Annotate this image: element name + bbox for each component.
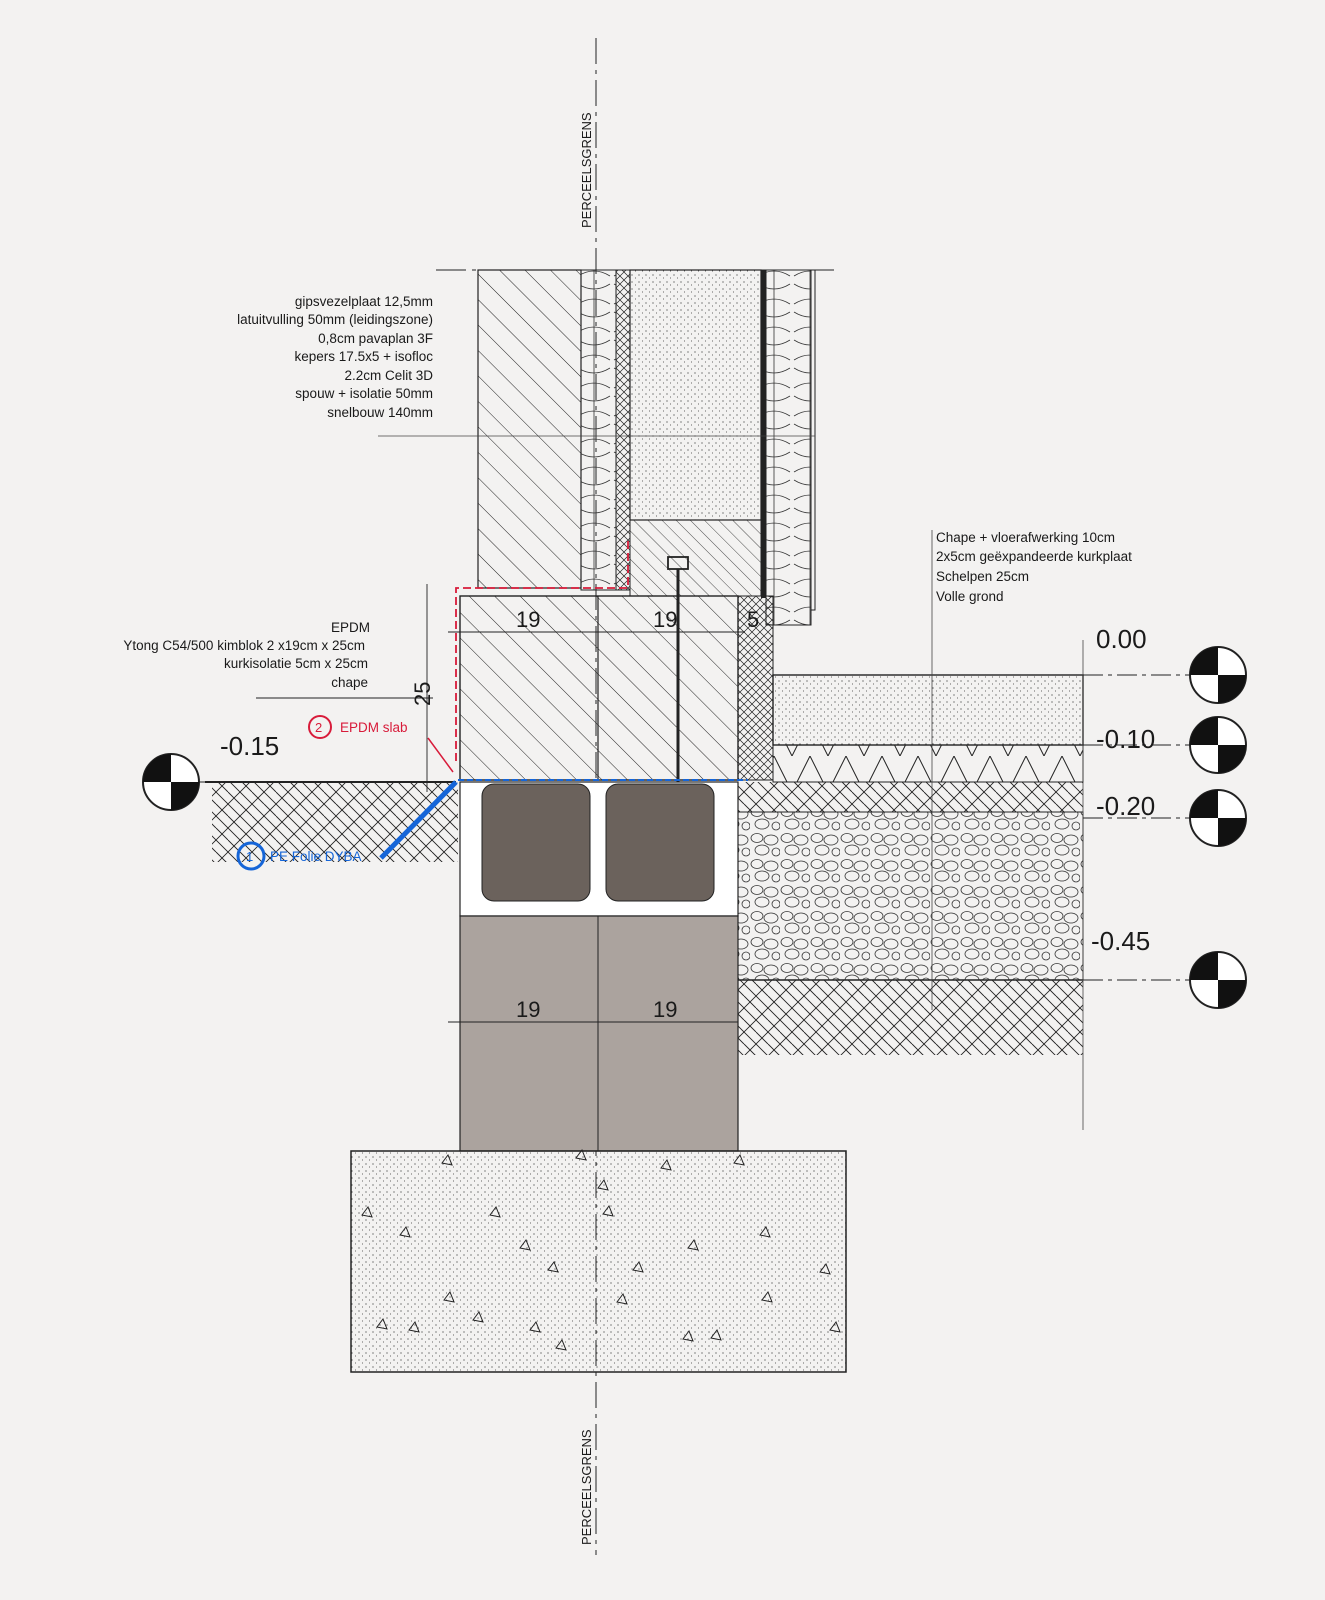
base-layer-notes: EPDM Ytong C54/500 kimblok 2 x19cm x 25c… xyxy=(123,620,370,690)
callout-label: PE Folie DYBA xyxy=(270,849,362,864)
pe-foil xyxy=(379,779,748,860)
level-label-floor: 0.00 xyxy=(1096,624,1147,654)
level-label-kurk: -0.10 xyxy=(1096,724,1155,754)
wall-layer-notes: gipsvezelplaat 12,5mm latuitvulling 50mm… xyxy=(237,294,433,420)
dim-lower-right: 19 xyxy=(653,997,677,1022)
floor-layer-notes: Chape + vloerafwerking 10cm 2x5cm geëxpa… xyxy=(936,530,1132,604)
floor-layer-note: Volle grond xyxy=(936,589,1004,604)
level-label-outside: -0.15 xyxy=(220,731,279,761)
level-marker-kurk xyxy=(1083,716,1247,774)
callout-epdm-slab: 2 EPDM slab xyxy=(308,715,454,773)
callout-number: 2 xyxy=(315,720,322,735)
dim-lower-left: 19 xyxy=(516,997,540,1022)
callout-label: EPDM slab xyxy=(340,720,408,735)
level-marker-schelpen xyxy=(1083,789,1247,847)
base-layer-note: Ytong C54/500 kimblok 2 x19cm x 25cm xyxy=(123,638,365,653)
callout-pe-folie: 1 PE Folie DYBA xyxy=(236,841,362,871)
level-marker-outside xyxy=(142,753,212,811)
level-label-schelpen: -0.20 xyxy=(1096,791,1155,821)
wall-layer-note: 2.2cm Celit 3D xyxy=(344,368,433,383)
base-layer-note: EPDM xyxy=(331,620,370,635)
level-marker-ground xyxy=(1083,951,1247,1009)
ytong-kimblok xyxy=(459,595,774,781)
floor-layer-note: Schelpen 25cm xyxy=(936,569,1029,584)
dim-upper-insulation: 5 xyxy=(747,607,759,632)
level-marker-floor xyxy=(1083,646,1247,704)
floor-buildup xyxy=(737,530,1084,1130)
wall-layer-note: gipsvezelplaat 12,5mm xyxy=(295,294,433,309)
wall-layer-note: kepers 17.5x5 + isofloc xyxy=(295,349,434,364)
wall-layer-note: latuitvulling 50mm (leidingszone) xyxy=(237,312,433,327)
level-label-ground: -0.45 xyxy=(1091,926,1150,956)
dim-height: 25 xyxy=(410,682,435,706)
dimension-lines xyxy=(256,584,745,1023)
floor-layer-note: Chape + vloerafwerking 10cm xyxy=(936,530,1115,545)
property-line-label-top: PERCEELSGRENS xyxy=(579,112,594,228)
wall-layer-note: spouw + isolatie 50mm xyxy=(295,386,433,401)
base-layer-note: chape xyxy=(331,675,368,690)
foundation xyxy=(350,1148,847,1373)
epdm-line xyxy=(455,541,629,765)
wall-layer-note: snelbouw 140mm xyxy=(327,405,433,420)
dim-upper-left: 19 xyxy=(516,607,540,632)
floor-layer-note: 2x5cm geëxpandeerde kurkplaat xyxy=(936,549,1132,564)
property-line-label-bottom: PERCEELSGRENS xyxy=(579,1429,594,1545)
base-layer-note: kurkisolatie 5cm x 25cm xyxy=(224,656,368,671)
concrete-blocks xyxy=(459,781,739,1152)
wall-section xyxy=(378,269,840,626)
callout-number: 1 xyxy=(246,849,253,864)
dim-upper-right: 19 xyxy=(653,607,677,632)
wall-layer-note: 0,8cm pavaplan 3F xyxy=(318,331,433,346)
